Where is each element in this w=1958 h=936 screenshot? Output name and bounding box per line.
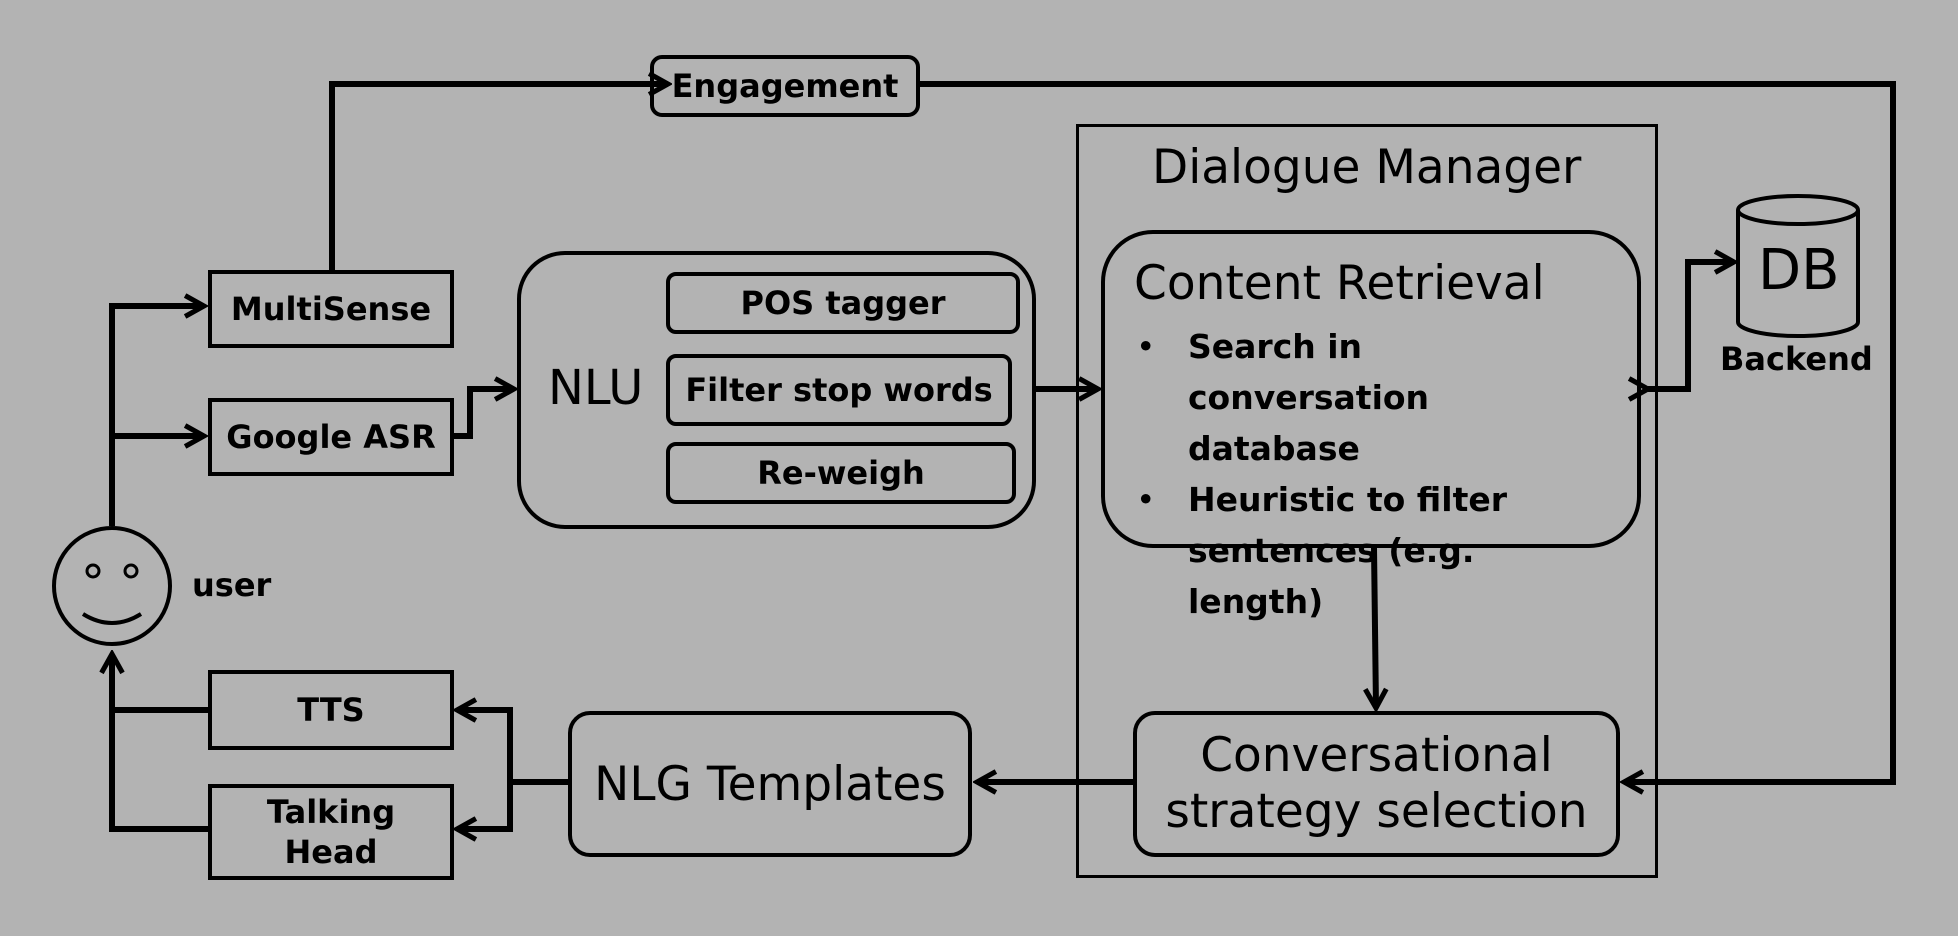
nlu-step-label: Filter stop words xyxy=(685,371,993,409)
engagement-to-strategy-arrow xyxy=(920,81,1896,782)
content-retrieval-title: Content Retrieval xyxy=(1134,256,1545,311)
google-asr-label: Google ASR xyxy=(226,418,436,456)
strategy-line1: Conversational xyxy=(1200,728,1553,783)
nlg-to-tts-arrow xyxy=(457,710,568,785)
strategy-line2: strategy selection xyxy=(1165,784,1588,839)
database-icon xyxy=(1736,194,1860,338)
tts-box: TTS xyxy=(208,670,454,750)
nlu-title: NLU xyxy=(548,360,644,416)
user-label: user xyxy=(192,566,272,604)
talking-head-box: Talking Head xyxy=(208,784,454,880)
nlu-box xyxy=(517,251,1036,529)
dialogue-manager-frame xyxy=(1076,124,1658,878)
tts-label: TTS xyxy=(297,691,365,729)
engagement-label: Engagement xyxy=(671,67,899,105)
nlu-step-filter-stop-words: Filter stop words xyxy=(666,354,1012,426)
nlg-templates-box: NLG Templates xyxy=(568,711,972,857)
nlu-step-pos-tagger: POS tagger xyxy=(666,272,1020,334)
google-asr-box: Google ASR xyxy=(208,398,454,476)
user-smiley-icon xyxy=(52,526,172,646)
strategy-selection-box: Conversational strategy selection xyxy=(1133,711,1620,857)
bullet-text: Search in conversation database xyxy=(1188,327,1430,468)
content-retrieval-bullet: Search in conversation database xyxy=(1136,321,1568,474)
user-to-multisense-arrow xyxy=(109,306,204,526)
bullet-text: Heuristic to filter sentences (e.g. leng… xyxy=(1188,480,1507,621)
nlg-templates-label: NLG Templates xyxy=(594,756,946,812)
engagement-box: Engagement xyxy=(650,55,920,117)
asr-to-nlu-arrow xyxy=(454,389,514,439)
db-caption: Backend xyxy=(1720,340,1873,378)
multisense-label: MultiSense xyxy=(230,290,432,328)
talking-head-line2: Head xyxy=(284,833,378,871)
nlu-step-label: Re-weigh xyxy=(757,454,925,492)
content-retrieval-list: Search in conversation database Heuristi… xyxy=(1136,321,1608,627)
dialogue-manager-title: Dialogue Manager xyxy=(1152,140,1582,195)
multisense-to-engagement-arrow xyxy=(329,84,668,270)
head-to-user-arrow xyxy=(112,654,208,832)
nlg-to-head-arrow xyxy=(457,782,513,829)
content-retrieval-bullet: Heuristic to filter sentences (e.g. leng… xyxy=(1136,474,1608,627)
db-label: DB xyxy=(1758,238,1840,303)
nlu-step-label: POS tagger xyxy=(740,284,946,322)
db-retrieval-arrow xyxy=(1648,262,1734,389)
nlu-step-re-weigh: Re-weigh xyxy=(666,442,1016,504)
multisense-box: MultiSense xyxy=(208,270,454,348)
talking-head-line1: Talking xyxy=(266,793,396,831)
